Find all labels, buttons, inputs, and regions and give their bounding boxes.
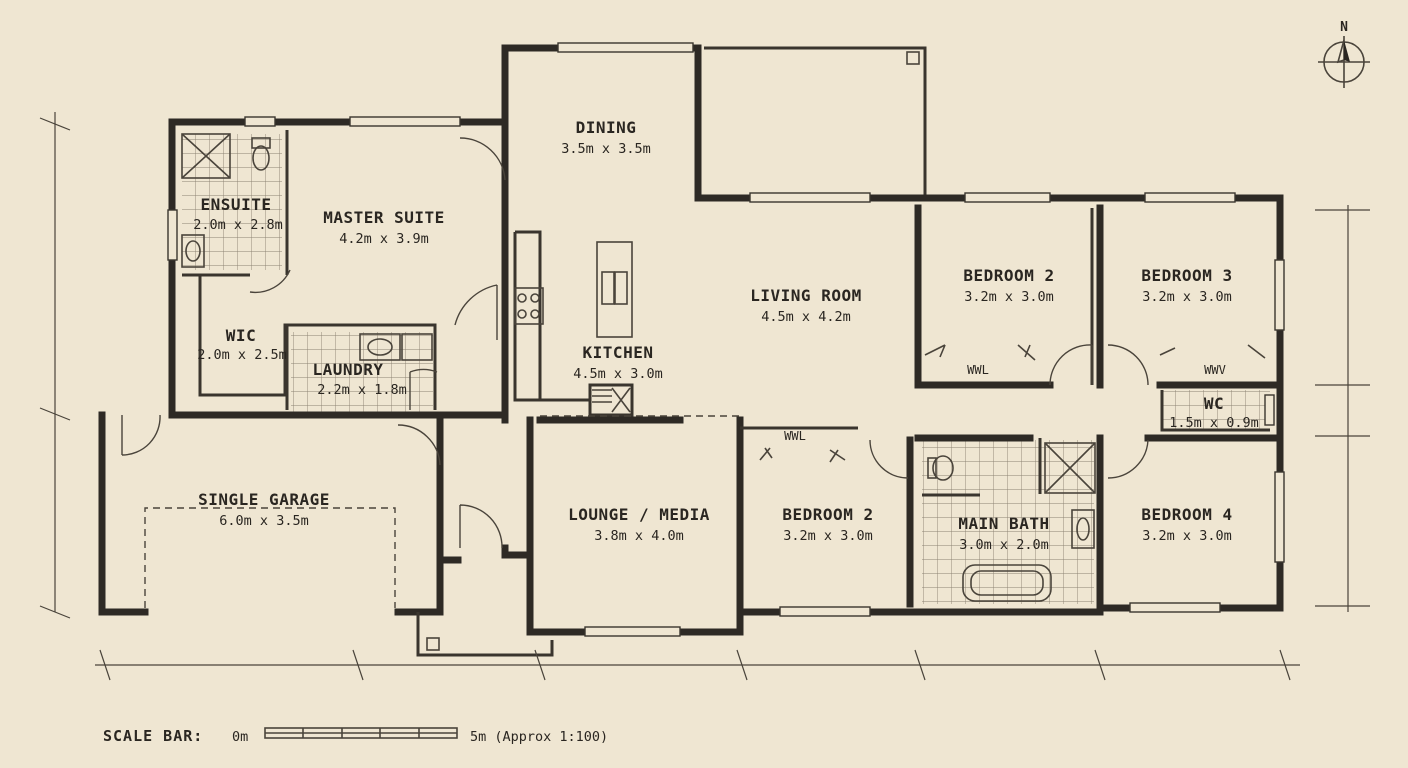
room-laundry-name: LAUNDRY: [313, 360, 384, 379]
room-garage-name: SINGLE GARAGE: [198, 490, 330, 509]
room-living-dims: 4.5m x 4.2m: [761, 309, 850, 325]
compass-label: N: [1340, 20, 1348, 35]
patio-outline: [704, 46, 927, 198]
room-ensuite-name: ENSUITE: [201, 195, 272, 214]
north-compass: N: [1318, 20, 1370, 88]
room-bedroom2b-name: BEDROOM 2: [782, 505, 873, 524]
room-kitchen-dims: 4.5m x 3.0m: [573, 366, 662, 382]
windows: [167, 42, 1285, 637]
room-master-dims: 4.2m x 3.9m: [339, 231, 428, 247]
room-bedroom2b-dims: 3.2m x 3.0m: [783, 528, 872, 544]
room-bedroom2a-dims: 3.2m x 3.0m: [964, 289, 1053, 305]
room-wc-dims: 1.5m x 0.9m: [1169, 415, 1258, 431]
room-bedroom2a-name: BEDROOM 2: [963, 266, 1054, 285]
room-garage-dims: 6.0m x 3.5m: [219, 513, 308, 529]
room-kitchen-name: KITCHEN: [583, 343, 654, 362]
dimension-lines: [39, 112, 1370, 681]
room-bedroom3-dims: 3.2m x 3.0m: [1142, 289, 1231, 305]
scale-bar-end: 5m (Approx 1:100): [470, 729, 608, 745]
room-mainbath-name: MAIN BATH: [958, 514, 1049, 533]
room-labels: DINING 3.5m x 3.5m ENSUITE 2.0m x 2.8m M…: [193, 118, 1258, 553]
room-dining-dims: 3.5m x 3.5m: [561, 141, 650, 157]
tiled-floors: [182, 134, 1270, 604]
room-wic-dims: 2.0m x 2.5m: [197, 347, 286, 363]
room-bedroom3-name: BEDROOM 3: [1141, 266, 1232, 285]
room-lounge-name: LOUNGE / MEDIA: [568, 505, 710, 524]
wardrobe-label-bed2: WWL: [967, 363, 989, 377]
wardrobe-label-bed2b: WWL: [784, 429, 806, 443]
room-bedroom4-name: BEDROOM 4: [1141, 505, 1232, 524]
doors: [121, 137, 1149, 549]
room-dining-name: DINING: [576, 118, 637, 137]
fixtures: [144, 133, 1266, 657]
room-lounge-dims: 3.8m x 4.0m: [594, 528, 683, 544]
wardrobe-label-bed3: WWV: [1204, 363, 1226, 377]
room-living-name: LIVING ROOM: [750, 286, 861, 305]
room-wc-name: WC: [1204, 394, 1224, 413]
room-bedroom4-dims: 3.2m x 3.0m: [1142, 528, 1231, 544]
scale-bar-label: SCALE BAR:: [103, 727, 203, 745]
scale-bar: SCALE BAR: 0m 5m (Approx 1:100): [103, 727, 608, 745]
room-master-name: MASTER SUITE: [323, 208, 445, 227]
room-laundry-dims: 2.2m x 1.8m: [317, 382, 406, 398]
room-ensuite-dims: 2.0m x 2.8m: [193, 217, 282, 233]
room-mainbath-dims: 3.0m x 2.0m: [959, 537, 1048, 553]
room-wic-name: WIC: [226, 326, 256, 345]
scale-bar-start: 0m: [232, 729, 248, 745]
